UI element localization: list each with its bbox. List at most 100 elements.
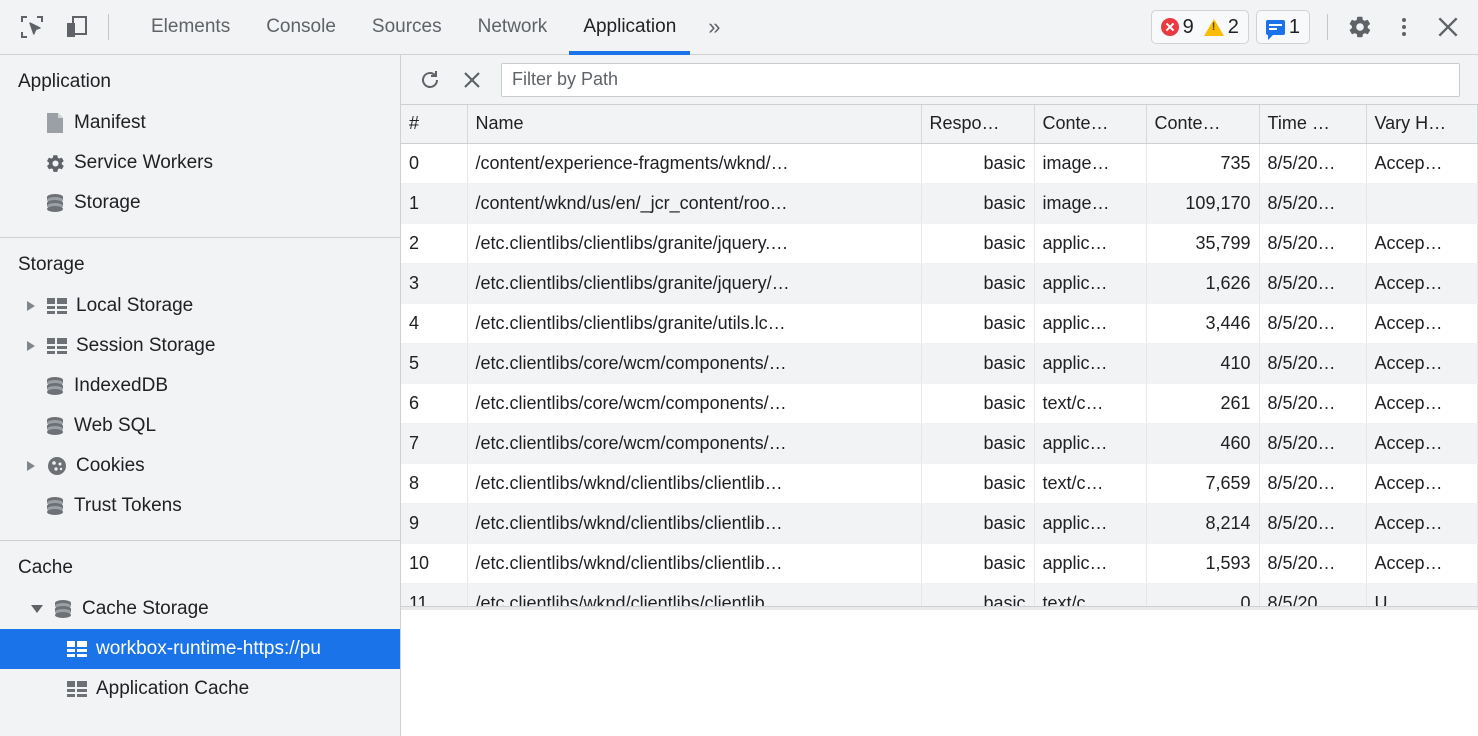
- table-grid-icon: [42, 337, 72, 355]
- sidebar-item-web-sql[interactable]: Web SQL: [0, 406, 400, 446]
- devtools-body: Application Manifest: [0, 55, 1478, 736]
- table-row[interactable]: 11 /etc.clientlibs/wknd/clientlibs/clien…: [401, 583, 1478, 606]
- table-row[interactable]: 4 /etc.clientlibs/clientlibs/granite/uti…: [401, 303, 1478, 344]
- sidebar-item-service-workers[interactable]: Service Workers: [0, 143, 400, 183]
- refresh-icon[interactable]: [409, 59, 451, 101]
- sidebar-item-trust-tokens[interactable]: Trust Tokens: [0, 486, 400, 526]
- cell-time-cached: 8/5/20…: [1259, 223, 1367, 264]
- sidebar-item-indexeddb[interactable]: IndexedDB: [0, 366, 400, 406]
- cell-content-length: 109,170: [1146, 183, 1260, 224]
- cell-name: /etc.clientlibs/clientlibs/granite/jquer…: [467, 263, 922, 304]
- cell-name: /content/wknd/us/en/_jcr_content/roo…: [467, 183, 922, 224]
- sidebar-item-label: Web SQL: [74, 415, 157, 436]
- cell-time-cached: 8/5/20…: [1259, 303, 1367, 344]
- device-toolbar-icon[interactable]: [54, 5, 98, 49]
- gear-icon[interactable]: [1338, 5, 1382, 49]
- panel-tabs: Elements Console Sources Network Applica…: [133, 0, 735, 55]
- table-row[interactable]: 0 /content/experience-fragments/wknd/… b…: [401, 143, 1478, 184]
- sidebar-item-label: Trust Tokens: [74, 495, 182, 516]
- cell-vary-header: U…: [1366, 583, 1478, 606]
- tab-network[interactable]: Network: [477, 16, 548, 37]
- table-row[interactable]: 9 /etc.clientlibs/wknd/clientlibs/client…: [401, 503, 1478, 544]
- cell-content-type: image…: [1034, 143, 1147, 184]
- cell-content-type: applic…: [1034, 543, 1147, 584]
- sidebar-item-label: workbox-runtime-https://pu: [96, 638, 321, 659]
- cell-name: /etc.clientlibs/wknd/clientlibs/clientli…: [467, 583, 922, 606]
- cell-index: 10: [401, 543, 468, 584]
- sidebar-item-cache-storage[interactable]: Cache Storage: [0, 589, 400, 629]
- table-row[interactable]: 2 /etc.clientlibs/clientlibs/granite/jqu…: [401, 223, 1478, 264]
- sidebar-section-application: Application Manifest: [0, 55, 400, 238]
- sidebar-item-manifest[interactable]: Manifest: [0, 103, 400, 143]
- cell-content-type: text/c…: [1034, 383, 1147, 424]
- table-row[interactable]: 3 /etc.clientlibs/clientlibs/granite/jqu…: [401, 263, 1478, 304]
- cell-response-type: basic: [921, 343, 1035, 384]
- cell-content-length: 3,446: [1146, 303, 1260, 344]
- cell-name: /etc.clientlibs/core/wcm/components/…: [467, 423, 922, 464]
- tab-sources[interactable]: Sources: [371, 16, 442, 37]
- table-row[interactable]: 8 /etc.clientlibs/wknd/clientlibs/client…: [401, 463, 1478, 504]
- cell-time-cached: 8/5/20…: [1259, 463, 1367, 504]
- chevron-down-icon[interactable]: [28, 605, 46, 613]
- table-row[interactable]: 7 /etc.clientlibs/core/wcm/components/… …: [401, 423, 1478, 464]
- cell-name: /etc.clientlibs/wknd/clientlibs/clientli…: [467, 503, 922, 544]
- cache-entries-table: # Name Respo… Conte… Conte… Time … Vary …: [401, 105, 1478, 606]
- column-header-name[interactable]: Name: [467, 105, 922, 144]
- table-row[interactable]: 5 /etc.clientlibs/core/wcm/components/… …: [401, 343, 1478, 384]
- sidebar-item-application-cache[interactable]: Application Cache: [0, 669, 400, 709]
- tab-elements[interactable]: Elements: [151, 16, 231, 37]
- column-header-content-length[interactable]: Conte…: [1146, 105, 1260, 144]
- cookie-icon: [42, 455, 72, 477]
- table-row[interactable]: 10 /etc.clientlibs/wknd/clientlibs/clien…: [401, 543, 1478, 584]
- chevron-right-icon[interactable]: [22, 341, 40, 351]
- cell-content-length: 410: [1146, 343, 1260, 384]
- message-icon: [1265, 19, 1285, 40]
- cell-content-type: applic…: [1034, 303, 1147, 344]
- more-tabs-chevron-icon[interactable]: »: [708, 14, 721, 39]
- close-icon[interactable]: [1426, 5, 1470, 49]
- tab-application[interactable]: Application: [565, 0, 694, 55]
- cell-content-length: 7,659: [1146, 463, 1260, 504]
- cell-time-cached: 8/5/20…: [1259, 143, 1367, 184]
- sidebar-section-storage: Storage Local Storage: [0, 238, 400, 541]
- cache-entries-table-container[interactable]: # Name Respo… Conte… Conte… Time … Vary …: [401, 105, 1478, 607]
- kebab-menu-icon[interactable]: [1382, 5, 1426, 49]
- cell-content-type: applic…: [1034, 503, 1147, 544]
- table-row[interactable]: 1 /content/wknd/us/en/_jcr_content/roo… …: [401, 183, 1478, 224]
- inspect-element-icon[interactable]: [10, 5, 54, 49]
- cell-vary-header: Accep…: [1366, 503, 1478, 544]
- tab-console[interactable]: Console: [266, 16, 336, 37]
- sidebar-item-local-storage[interactable]: Local Storage: [0, 286, 400, 326]
- sidebar-item-cookies[interactable]: Cookies: [0, 446, 400, 486]
- cell-index: 9: [401, 503, 468, 544]
- database-icon: [48, 598, 78, 620]
- column-header-vary-header[interactable]: Vary H…: [1366, 105, 1478, 144]
- sidebar-item-label: Manifest: [74, 112, 146, 133]
- delete-entry-icon[interactable]: [451, 59, 493, 101]
- messages-counter[interactable]: 1: [1255, 10, 1310, 44]
- issues-counter[interactable]: 9 2: [1150, 10, 1249, 44]
- sidebar-item-label: Service Workers: [74, 152, 214, 173]
- cell-vary-header: Accep…: [1366, 463, 1478, 504]
- cell-response-type: basic: [921, 423, 1035, 464]
- sidebar-item-label: Cache Storage: [82, 598, 209, 619]
- cache-preview-pane: [401, 607, 1478, 736]
- cell-index: 0: [401, 143, 468, 184]
- sidebar-item-workbox-runtime-cache[interactable]: workbox-runtime-https://pu: [0, 629, 400, 669]
- cell-content-type: text/c…: [1034, 463, 1147, 504]
- column-header-content-type[interactable]: Conte…: [1034, 105, 1147, 144]
- filter-by-path-input[interactable]: [501, 62, 1460, 97]
- column-header-time-cached[interactable]: Time …: [1259, 105, 1367, 144]
- column-header-response-type[interactable]: Respo…: [921, 105, 1035, 144]
- application-sidebar[interactable]: Application Manifest: [0, 55, 401, 736]
- cell-content-type: applic…: [1034, 263, 1147, 304]
- sidebar-item-storage[interactable]: Storage: [0, 183, 400, 223]
- sidebar-item-session-storage[interactable]: Session Storage: [0, 326, 400, 366]
- cell-vary-header: Accep…: [1366, 543, 1478, 584]
- cell-vary-header: Accep…: [1366, 423, 1478, 464]
- column-header-index[interactable]: #: [401, 105, 468, 144]
- table-row[interactable]: 6 /etc.clientlibs/core/wcm/components/… …: [401, 383, 1478, 424]
- chevron-right-icon[interactable]: [22, 461, 40, 471]
- chevron-right-icon[interactable]: [22, 301, 40, 311]
